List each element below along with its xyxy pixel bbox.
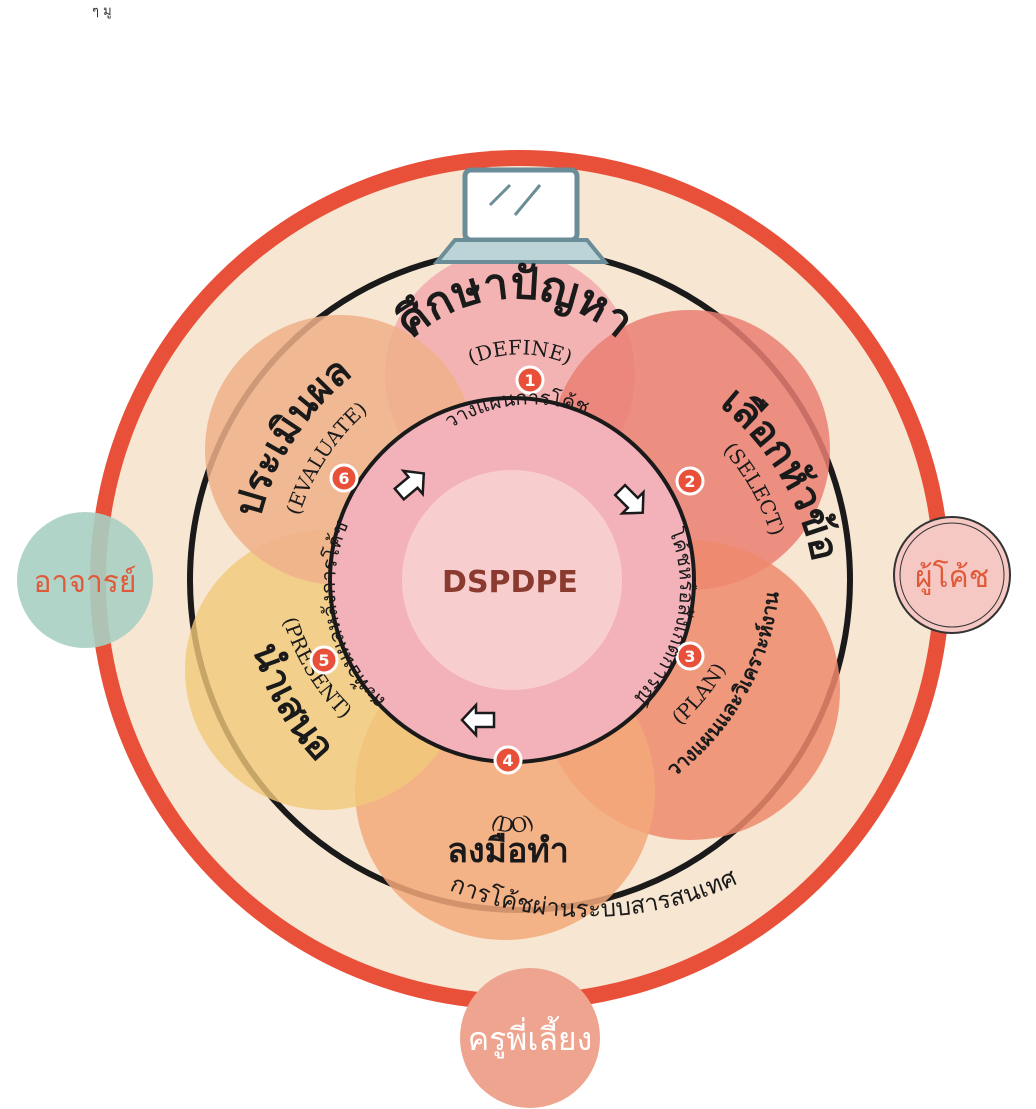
svg-text:5: 5 [318, 651, 329, 670]
role-mentor: ครูพี่เลี้ยง [460, 968, 600, 1108]
svg-text:6: 6 [338, 469, 349, 488]
svg-text:2: 2 [684, 472, 695, 491]
step-6-badge: 6 [331, 465, 357, 491]
svg-text:3: 3 [684, 647, 695, 666]
step-4-badge: 4 [495, 747, 521, 773]
svg-text:ผู้โค้ช: ผู้โค้ช [915, 559, 989, 595]
step-2-badge: 2 [677, 468, 703, 494]
role-teacher: อาจารย์ [17, 512, 153, 648]
step-4-title: ลงมือทำ [447, 831, 569, 871]
center-title: DSPDPE [442, 565, 578, 600]
svg-text:อาจารย์: อาจารย์ [34, 565, 137, 600]
role-coach: ผู้โค้ช [894, 517, 1010, 633]
svg-text:4: 4 [502, 751, 513, 770]
svg-text:ครูพี่เลี้ยง: ครูพี่เลี้ยง [468, 1016, 593, 1059]
